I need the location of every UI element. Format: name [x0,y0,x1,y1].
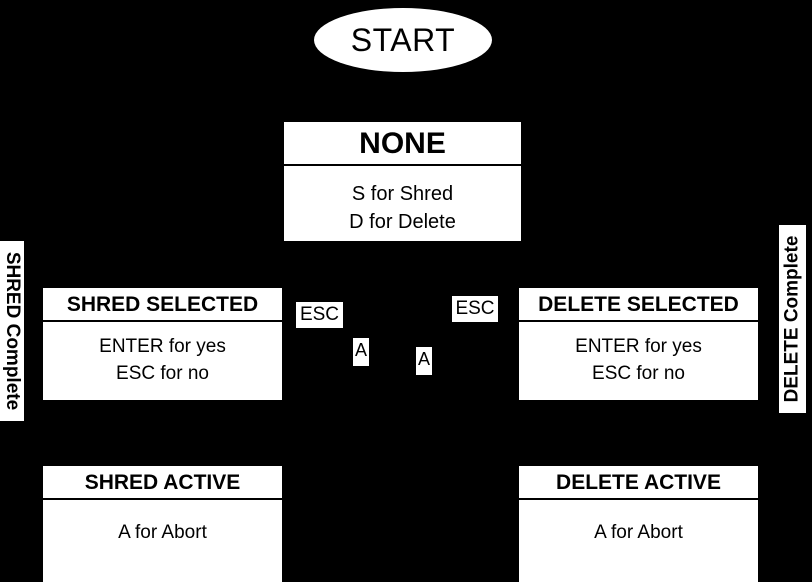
node-none-line-1: S for Shred [351,183,454,205]
node-delete-active: DELETE ACTIVE A for Abort [519,466,758,582]
node-none-body: S for Shred D for Delete [284,166,521,236]
node-delete-active-title: DELETE ACTIVE [519,466,758,500]
node-shred-active-title: SHRED ACTIVE [43,466,282,500]
node-none-title: NONE [284,122,521,166]
node-shred-active: SHRED ACTIVE A for Abort [43,466,282,582]
node-shred-selected-body: ENTER for yes ESC for no [43,322,282,387]
node-shred-selected-line-1: ENTER for yes [99,336,226,357]
node-shred-selected-line-2: ESC for no [116,363,209,384]
node-delete-active-line-1: A for Abort [594,522,683,543]
node-none: NONE S for Shred D for Delete [284,122,521,241]
node-delete-selected-body: ENTER for yes ESC for no [519,322,758,387]
edge-label-a-right: A [416,347,432,375]
node-delete-selected: DELETE SELECTED ENTER for yes ESC for no [519,288,758,400]
edge-label-a-left: A [353,338,369,366]
node-shred-complete-label: SHRED Complete [2,251,24,411]
node-shred-selected-title: SHRED SELECTED [43,288,282,322]
node-start: START [314,8,492,72]
node-delete-active-body: A for Abort [519,500,758,546]
node-shred-active-body: A for Abort [43,500,282,546]
node-start-label: START [350,21,456,58]
node-delete-complete: DELETE Complete [779,225,806,413]
node-delete-selected-line-1: ENTER for yes [575,336,702,357]
node-delete-complete-label: DELETE Complete [781,235,803,403]
edge-label-esc-right: ESC [452,296,498,322]
node-delete-selected-title: DELETE SELECTED [519,288,758,322]
node-shred-complete: SHRED Complete [0,241,24,421]
node-shred-active-line-1: A for Abort [118,522,207,543]
node-none-line-2: D for Delete [349,211,456,233]
node-delete-selected-line-2: ESC for no [592,363,685,384]
edge-label-esc-left: ESC [296,302,343,328]
node-shred-selected: SHRED SELECTED ENTER for yes ESC for no [43,288,282,400]
